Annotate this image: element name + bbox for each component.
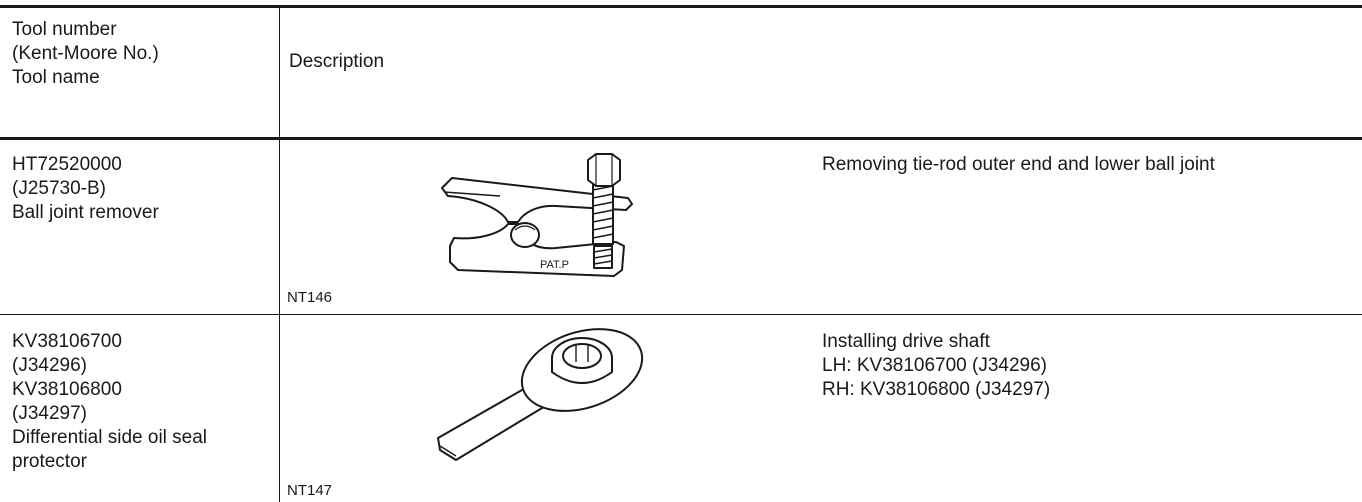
header-tool-line: Tool number bbox=[12, 19, 117, 40]
kent-moore-number: (J34296) bbox=[12, 355, 87, 376]
tool-name: Differential side oil seal bbox=[12, 427, 208, 448]
row-2-description: Installing drive shaft LH: KV38106700 (J… bbox=[822, 330, 1050, 402]
header-tool-column: Tool number (Kent-Moore No.) Tool name bbox=[12, 18, 159, 90]
description-line: Installing drive shaft bbox=[822, 331, 990, 352]
column-divider bbox=[279, 7, 280, 502]
figure-code: NT147 bbox=[287, 482, 333, 499]
description-line: LH: KV38106700 (J34296) bbox=[822, 355, 1047, 376]
header-bottom-rule bbox=[0, 137, 1362, 140]
header-tool-line: (Kent-Moore No.) bbox=[12, 43, 159, 64]
ball-joint-remover-icon: PAT.P bbox=[441, 153, 633, 277]
tool-name: protector bbox=[12, 451, 87, 472]
figure-code: NT146 bbox=[287, 289, 333, 306]
row-divider bbox=[0, 314, 1362, 315]
description-line: Removing tie-rod outer end and lower bal… bbox=[822, 154, 1215, 175]
header-tool-line: Tool name bbox=[12, 67, 100, 88]
header-description-column: Description bbox=[289, 51, 385, 72]
tool-number: KV38106800 bbox=[12, 379, 122, 400]
row-2-tool-info: KV38106700 (J34296) KV38106800 (J34297) … bbox=[12, 330, 207, 474]
kent-moore-number: (J25730-B) bbox=[12, 178, 106, 199]
row-1-description: Removing tie-rod outer end and lower bal… bbox=[822, 153, 1215, 177]
tool-number: HT72520000 bbox=[12, 154, 122, 175]
tool-number: KV38106700 bbox=[12, 331, 122, 352]
kent-moore-number: (J34297) bbox=[12, 403, 87, 424]
description-line: RH: KV38106800 (J34297) bbox=[822, 379, 1051, 400]
figure-pat-label: PAT.P bbox=[540, 259, 569, 271]
oil-seal-protector-icon bbox=[437, 328, 644, 461]
table-top-rule bbox=[0, 5, 1362, 8]
row-1-tool-info: HT72520000 (J25730-B) Ball joint remover bbox=[12, 153, 159, 225]
tool-name: Ball joint remover bbox=[12, 202, 159, 223]
